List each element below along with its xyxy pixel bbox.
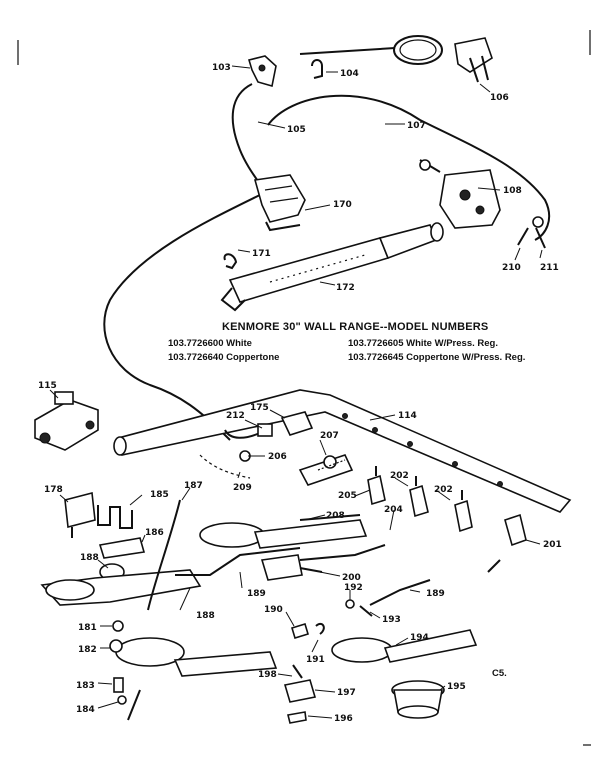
fitting-210-211	[517, 216, 546, 249]
fitting-175	[280, 411, 314, 436]
label-206: 206	[268, 452, 287, 462]
label-209: 209	[233, 483, 252, 493]
fitting-193	[359, 605, 373, 617]
nut-182	[109, 639, 123, 653]
gas-tube-189	[175, 547, 301, 576]
label-171: 171	[252, 249, 271, 259]
label-183: 183	[76, 681, 95, 691]
label-105: 105	[287, 125, 306, 135]
orifice-192	[345, 599, 355, 609]
label-106: 106	[490, 93, 509, 103]
label-197: 197	[337, 688, 356, 698]
screw-190	[291, 622, 309, 640]
label-208: 208	[326, 511, 345, 521]
model-coppertone-press-reg: 103.7726645 Coppertone W/Press. Reg.	[348, 352, 525, 363]
burner-head-195	[391, 680, 445, 719]
valve-bracket-170	[253, 174, 306, 232]
label-205: 205	[338, 491, 357, 501]
label-204: 204	[384, 505, 403, 515]
gas-tube-184	[127, 689, 141, 721]
label-191: 191	[306, 655, 325, 665]
burner-left-rear	[199, 519, 368, 549]
label-211: 211	[540, 263, 559, 273]
bracket-197	[283, 679, 317, 703]
label-107: 107	[407, 121, 426, 131]
burner-left-front	[40, 569, 202, 606]
label-104: 104	[340, 69, 359, 79]
label-202-b: 202	[434, 485, 453, 495]
diagram-title: KENMORE 30" WALL RANGE--MODEL NUMBERS	[222, 321, 488, 333]
label-108: 108	[503, 186, 522, 196]
label-172: 172	[336, 283, 355, 293]
burner-valve-205	[367, 466, 386, 506]
safety-valve-207	[298, 454, 354, 486]
label-181: 181	[78, 623, 97, 633]
label-189-right: 189	[426, 589, 445, 599]
label-202-a: 202	[390, 471, 409, 481]
model-white: 103.7726600 White	[168, 338, 252, 349]
orifice-186	[98, 537, 146, 559]
label-178: 178	[44, 485, 63, 495]
thermostat-bulb-bracket-103	[247, 55, 277, 88]
label-103: 103	[212, 63, 231, 73]
fitting-183	[113, 677, 124, 693]
clip-191	[315, 622, 325, 635]
pressure-regulator-115	[34, 391, 99, 451]
nut-181	[112, 620, 124, 632]
model-coppertone: 103.7726640 Coppertone	[168, 352, 279, 363]
pilot-196	[287, 711, 307, 724]
label-189: 189	[247, 589, 266, 599]
burner-valve-201	[487, 513, 527, 573]
burner-valve-202a	[409, 476, 429, 518]
label-175: 175	[250, 403, 269, 413]
screw-198	[292, 664, 303, 679]
clip-104	[311, 59, 323, 79]
burner-front-center	[115, 637, 278, 677]
gas-tube-187	[147, 499, 181, 611]
manifold-pipe-114	[113, 389, 572, 513]
fitting-184	[117, 695, 127, 705]
label-188-lower: 188	[196, 611, 215, 621]
valve-block-200	[260, 554, 323, 581]
spring-clip-185	[97, 505, 133, 529]
oven-burner-tube-172	[220, 222, 444, 312]
label-114: 114	[398, 411, 417, 421]
label-193: 193	[382, 615, 401, 625]
label-115: 115	[38, 381, 57, 391]
label-212: 212	[226, 411, 245, 421]
gas-tube-204	[299, 544, 386, 561]
corner-code: C5.	[492, 668, 507, 679]
gas-tube-189b	[369, 579, 431, 606]
capillary-coil-106	[299, 35, 493, 83]
label-186: 186	[145, 528, 164, 538]
arc-tube-107	[267, 94, 551, 241]
model-white-press-reg: 103.7726605 White W/Press. Reg.	[348, 338, 498, 349]
bracket-178	[64, 491, 96, 538]
label-185-lower: 185	[150, 490, 169, 500]
label-170: 170	[333, 200, 352, 210]
main-gas-line	[103, 189, 271, 441]
burner-valve-202b	[454, 490, 473, 533]
clip-171	[223, 253, 238, 270]
label-190: 190	[264, 605, 283, 615]
label-198: 198	[258, 670, 277, 680]
burner-right-front-194	[331, 629, 478, 663]
label-200: 200	[342, 573, 361, 583]
label-188: 188	[80, 553, 99, 563]
label-184: 184	[76, 705, 95, 715]
label-210: 210	[502, 263, 521, 273]
label-195: 195	[447, 682, 466, 692]
label-182: 182	[78, 645, 97, 655]
label-196: 196	[334, 714, 353, 724]
label-207: 207	[320, 431, 339, 441]
pilot-tube-212	[224, 423, 273, 439]
label-194: 194	[410, 633, 429, 643]
label-192: 192	[344, 583, 363, 593]
label-201: 201	[543, 540, 562, 550]
oven-thermostat-valve-188	[419, 159, 501, 229]
label-187: 187	[184, 481, 203, 491]
